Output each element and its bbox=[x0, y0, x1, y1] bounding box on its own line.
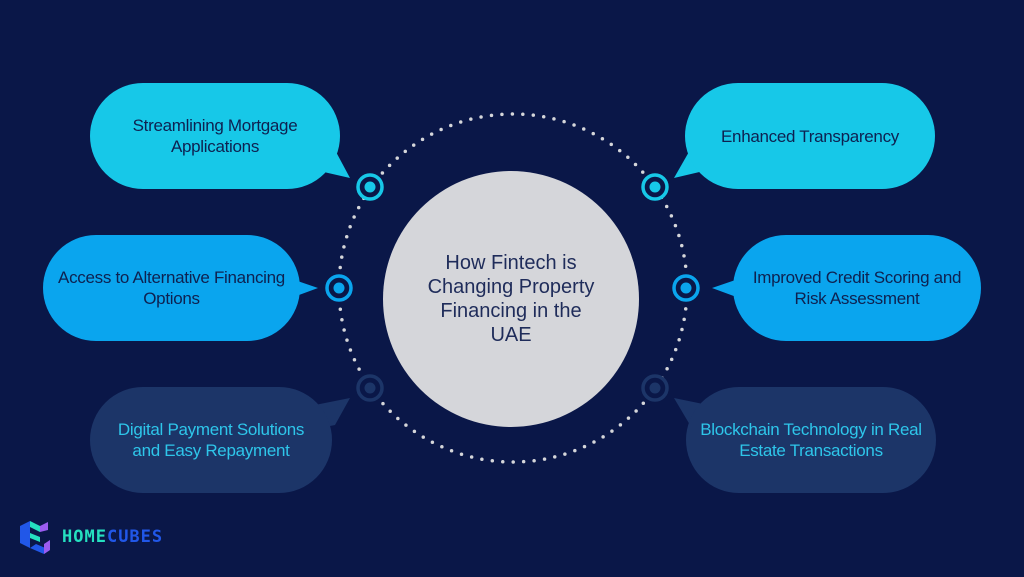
node-marker bbox=[641, 374, 669, 402]
bubble-digital-payment: Digital Payment Solutions and Easy Repay… bbox=[90, 387, 332, 493]
bubble-enhanced-transparency: Enhanced Transparency bbox=[685, 83, 935, 189]
node-markers bbox=[325, 173, 700, 402]
bubble-alternative-financing: Access to Alternative Financing Options bbox=[43, 235, 300, 341]
bubble-blockchain: Blockchain Technology in Real Estate Tra… bbox=[686, 387, 936, 493]
node-marker bbox=[641, 173, 669, 201]
node-marker bbox=[672, 274, 700, 302]
node-marker bbox=[325, 274, 353, 302]
logo-text-cubes: CUBES bbox=[106, 527, 164, 547]
node-marker bbox=[356, 173, 384, 201]
bubble-credit-scoring: Improved Credit Scoring and Risk Assessm… bbox=[733, 235, 981, 341]
logo-text-home: HOME bbox=[62, 527, 107, 547]
center-title: How Fintech is Changing Property Financi… bbox=[383, 171, 639, 427]
cube-logo-icon bbox=[20, 521, 50, 554]
bubble-streamlining-mortgage: Streamlining Mortgage Applications bbox=[90, 83, 340, 189]
node-marker bbox=[356, 374, 384, 402]
